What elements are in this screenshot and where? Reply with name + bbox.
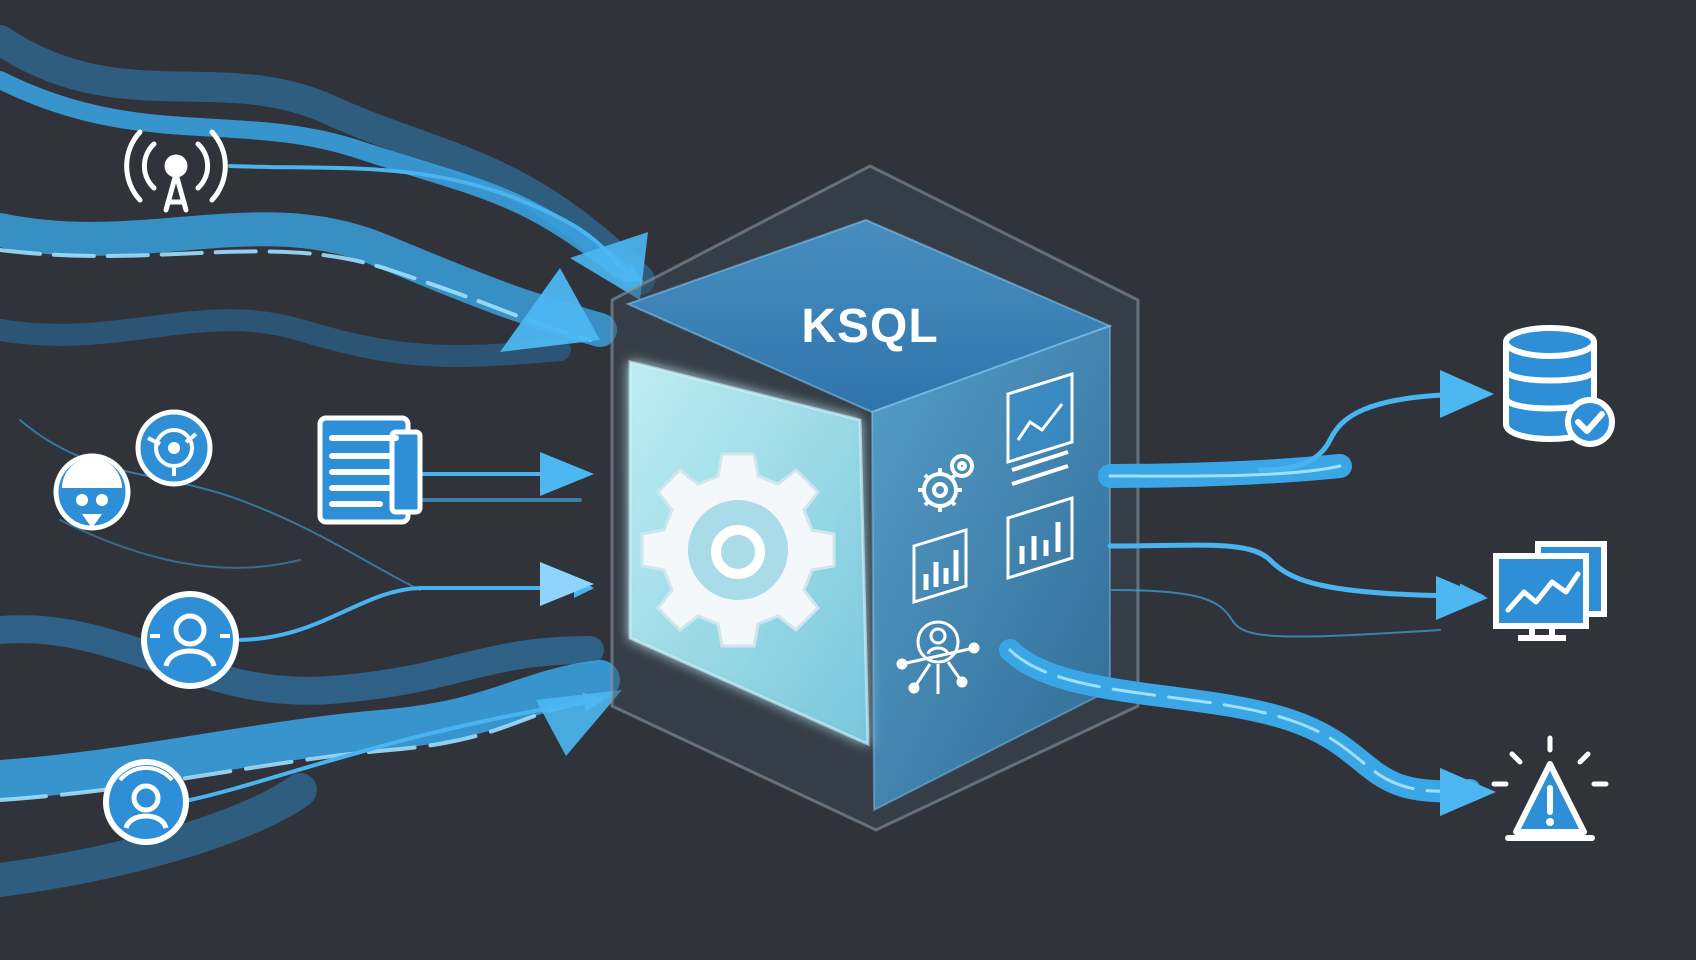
stream-wave: [0, 615, 604, 705]
arrowhead: [570, 232, 648, 300]
gear-icon: [640, 452, 836, 648]
arrowhead: [540, 562, 594, 606]
document-log-icon: [317, 415, 423, 525]
connector-line: [188, 692, 604, 802]
output-stream: [1107, 542, 1485, 609]
ksql-engine-cube: KSQL: [610, 164, 1140, 832]
stream-wave: [0, 309, 571, 367]
iot-device-icon: [53, 453, 131, 531]
sensor-dial-icon: [135, 409, 213, 487]
output-arrowheads: [1436, 370, 1496, 816]
broadcast-antenna-icon: [124, 129, 228, 213]
output-stream: [1111, 589, 1441, 638]
connector-line: [234, 578, 594, 642]
arrowhead: [1436, 576, 1488, 620]
bar-chart-icon: [912, 527, 968, 605]
output-stream: [1257, 381, 1485, 473]
user-profile-icon: [141, 591, 239, 689]
user-activity-icon: [103, 759, 189, 845]
arrowhead: [1440, 768, 1496, 816]
input-streams: [0, 25, 655, 897]
database-check-icon: [1503, 325, 1615, 447]
arrowhead: [536, 690, 622, 756]
stream-wave: [0, 698, 602, 802]
output-streams: [999, 381, 1485, 803]
core-label: KSQL: [801, 300, 938, 353]
monitor-trend-icon: [1493, 541, 1607, 641]
gears-icon: [918, 454, 974, 512]
output-stream: [1108, 464, 1342, 478]
stream-wave: [0, 25, 655, 295]
alert-warning-icon: [1491, 735, 1609, 841]
arrowhead: [500, 268, 600, 352]
network-user-icon: [896, 620, 980, 694]
stream-wave: [59, 519, 301, 569]
stream-wave: [0, 660, 620, 800]
report-chart-icon: [1006, 495, 1074, 581]
dashboard-icon: [1006, 371, 1074, 486]
arrowhead: [540, 452, 594, 496]
stream-wave: [0, 71, 629, 279]
input-arrowheads: [500, 232, 648, 756]
output-stream: [1008, 648, 1472, 793]
arrowhead: [1440, 370, 1494, 418]
stream-wave: [0, 773, 317, 897]
